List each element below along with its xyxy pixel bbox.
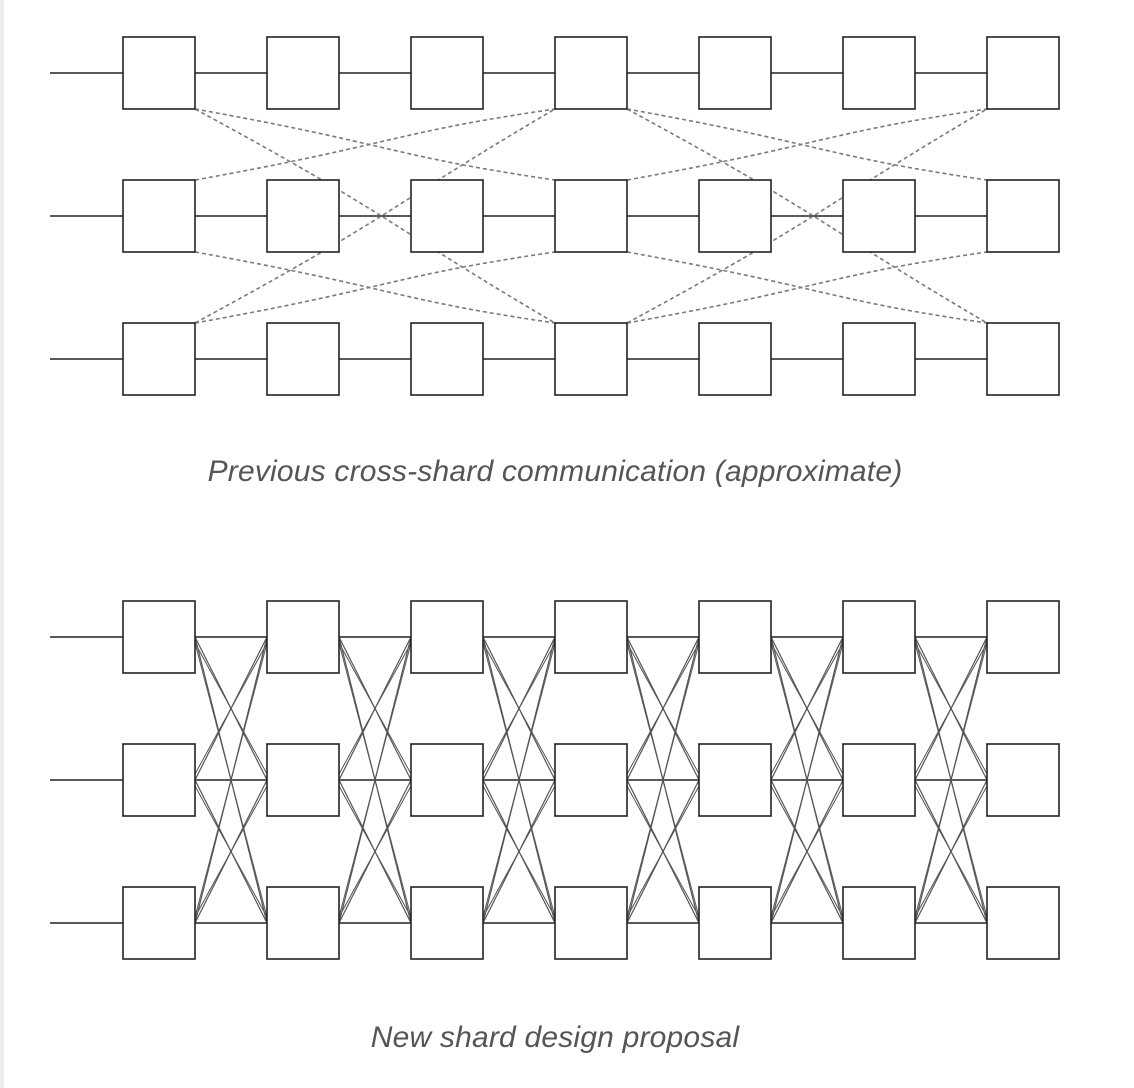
shard-block-r3-c3 [410, 322, 484, 396]
cross-shard-link-1 [194, 108, 556, 181]
shard-block-r3-c2 [266, 322, 340, 396]
mesh-link-17-b [482, 642, 556, 918]
shard-block-r3-c4 [554, 322, 628, 396]
mesh-link-9-b [338, 642, 412, 775]
mesh-link-33-b [914, 642, 988, 775]
shard-block-r1-c6 [842, 600, 916, 674]
mesh-link-21-b [626, 642, 700, 775]
shard-block-r2-c3 [410, 179, 484, 253]
mesh-link-35-b [914, 642, 988, 918]
shard-block-r1-c3 [410, 36, 484, 110]
cross-shard-link-10 [626, 251, 988, 324]
shard-block-r3-c1 [122, 322, 196, 396]
mesh-link-6-b [194, 785, 268, 918]
shard-block-r1-c1 [122, 36, 196, 110]
shard-block-r3-c1 [122, 886, 196, 960]
shard-block-r2-c5 [698, 743, 772, 817]
shard-block-r3-c5 [698, 886, 772, 960]
shard-block-r1-c1 [122, 600, 196, 674]
shard-block-r1-c2 [266, 36, 340, 110]
shard-block-r2-c6 [842, 743, 916, 817]
mesh-link-3-b [194, 642, 268, 775]
shard-block-r2-c1 [122, 179, 196, 253]
mesh-link-29-b [770, 642, 844, 918]
shard-block-r2-c5 [698, 179, 772, 253]
mesh-link-36-b [914, 785, 988, 918]
previous-diagram-caption: Previous cross-shard communication (appr… [207, 455, 903, 488]
mesh-link-30-b [770, 785, 844, 918]
shard-block-r2-c4 [554, 179, 628, 253]
shard-block-r2-c7 [986, 743, 1060, 817]
page-left-border [0, 0, 4, 1088]
shard-block-r1-c5 [698, 36, 772, 110]
cross-shard-link-4 [194, 251, 556, 324]
cross-shard-link-3 [194, 108, 556, 181]
cross-shard-link-12 [626, 251, 988, 324]
shard-block-r1-c6 [842, 36, 916, 110]
new-design-caption: New shard design proposal [370, 1021, 740, 1054]
mesh-link-18-b [482, 785, 556, 918]
shard-block-r2-c3 [410, 743, 484, 817]
shard-block-r3-c6 [842, 886, 916, 960]
shard-block-r2-c1 [122, 743, 196, 817]
shard-block-r3-c4 [554, 886, 628, 960]
cross-shard-link-2 [194, 108, 556, 324]
shard-block-r1-c5 [698, 600, 772, 674]
mesh-link-23-b [626, 642, 700, 918]
shard-block-r1-c7 [986, 36, 1060, 110]
shard-block-r2-c6 [842, 179, 916, 253]
shard-block-r3-c6 [842, 322, 916, 396]
mesh-link-24-b [626, 785, 700, 918]
cross-shard-link-6 [194, 251, 556, 324]
previous-cross-shard-diagram [50, 36, 1060, 396]
shard-block-r1-c3 [410, 600, 484, 674]
cross-shard-link-11 [626, 108, 988, 324]
mesh-link-5-b [194, 642, 268, 918]
cross-shard-link-9 [626, 108, 988, 181]
shard-block-r2-c7 [986, 179, 1060, 253]
mesh-link-15-b [482, 642, 556, 775]
shard-block-r2-c2 [266, 743, 340, 817]
cross-shard-link-5 [194, 108, 556, 324]
shard-block-r2-c4 [554, 743, 628, 817]
shard-block-r3-c7 [986, 886, 1060, 960]
dashed-cross-links [194, 108, 988, 324]
shard-block-r1-c4 [554, 600, 628, 674]
shard-block-r3-c5 [698, 322, 772, 396]
cross-shard-link-7 [626, 108, 988, 181]
full-mesh-cross-links [194, 636, 988, 924]
shard-block-r3-c7 [986, 322, 1060, 396]
mesh-link-12-b [338, 785, 412, 918]
mesh-link-11-b [338, 642, 412, 918]
shard-block-r1-c7 [986, 600, 1060, 674]
shard-block-r1-c2 [266, 600, 340, 674]
new-shard-design-diagram [50, 600, 1060, 960]
shard-block-r2-c2 [266, 179, 340, 253]
cross-shard-link-8 [626, 108, 988, 324]
mesh-link-27-b [770, 642, 844, 775]
shard-block-r1-c4 [554, 36, 628, 110]
shard-block-r3-c3 [410, 886, 484, 960]
shard-block-r3-c2 [266, 886, 340, 960]
